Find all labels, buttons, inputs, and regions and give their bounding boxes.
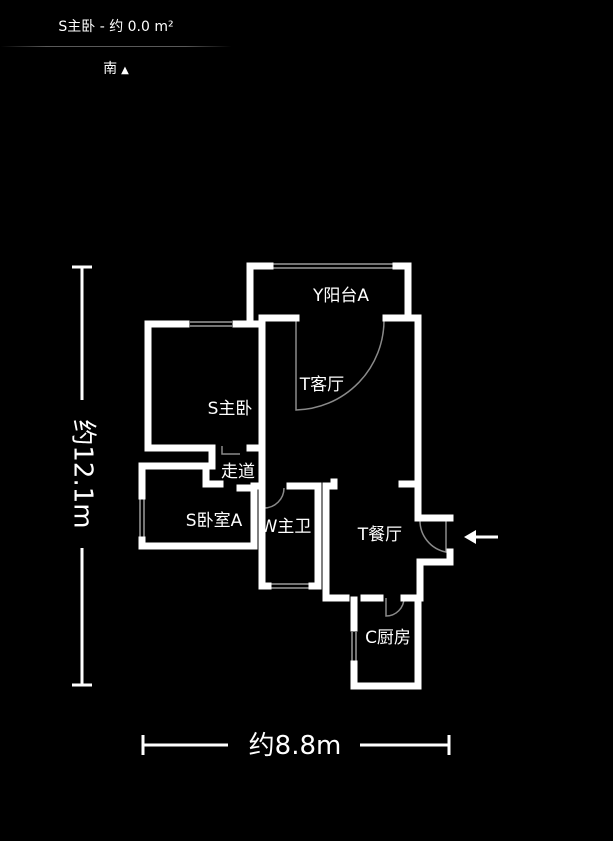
wall-dining-room (322, 478, 454, 602)
compass-label: 南 (103, 61, 118, 77)
wall-master-bedroom (144, 320, 266, 452)
width-label: 约8.8m (249, 731, 342, 761)
room-label-bedroom-a[interactable]: S卧室A (186, 511, 243, 531)
door-bathroom (263, 487, 285, 509)
entrance-arrow-icon (464, 530, 498, 544)
height-label: 约12.1m (68, 419, 98, 528)
room-label-master-bedroom[interactable]: S主卧 (208, 399, 253, 419)
wall-bedroom-a (138, 444, 258, 550)
walls (138, 262, 454, 690)
room-title: S主卧 - 约 0.0 m² (58, 19, 174, 35)
doors (221, 319, 447, 617)
room-label-bathroom[interactable]: W主卫 (261, 517, 312, 537)
room-label-living-room[interactable]: T客厅 (299, 375, 344, 395)
header-divider (0, 46, 232, 47)
door-living-room (295, 319, 385, 411)
room-label-balcony[interactable]: Y阳台A (312, 286, 369, 306)
compass-indicator[interactable]: 南▲ (0, 58, 232, 78)
compass-arrow-icon: ▲ (121, 65, 129, 76)
wall-balcony (246, 262, 412, 322)
wall-bathroom (250, 446, 322, 590)
room-label-corridor[interactable]: 走道 (221, 462, 255, 482)
header: S主卧 - 约 0.0 m² 南▲ (0, 0, 232, 90)
height-dimension: 约12.1m (68, 265, 98, 687)
room-label-kitchen[interactable]: C厨房 (365, 628, 411, 648)
door-corridor (221, 446, 240, 455)
windows (139, 263, 398, 662)
room-label-dining-room[interactable]: T餐厅 (357, 525, 402, 545)
wall-kitchen (350, 594, 422, 690)
wall-living-room (258, 314, 422, 488)
width-dimension: 约8.8m (141, 731, 451, 761)
door-entrance (419, 519, 447, 553)
